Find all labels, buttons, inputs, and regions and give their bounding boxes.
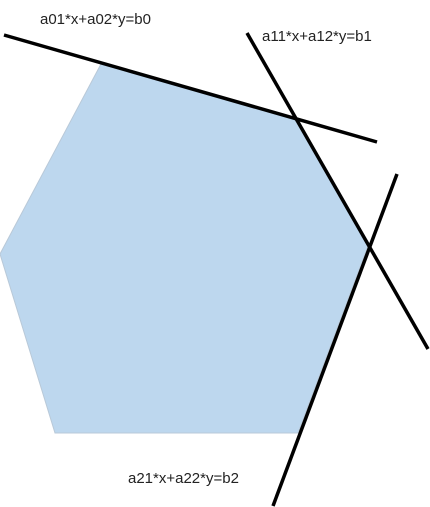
constraint-line-1	[245, 32, 430, 350]
constraint-line-0	[3, 33, 378, 144]
constraint-line-2	[271, 173, 399, 507]
feasible-region-hexagon	[0, 63, 369, 434]
constraint-label-2: a21*x+a22*y=b2	[128, 470, 239, 487]
constraint-label-1: a11*x+a12*y=b1	[262, 28, 372, 45]
constraint-label-0: a01*x+a02*y=b0	[40, 11, 151, 28]
